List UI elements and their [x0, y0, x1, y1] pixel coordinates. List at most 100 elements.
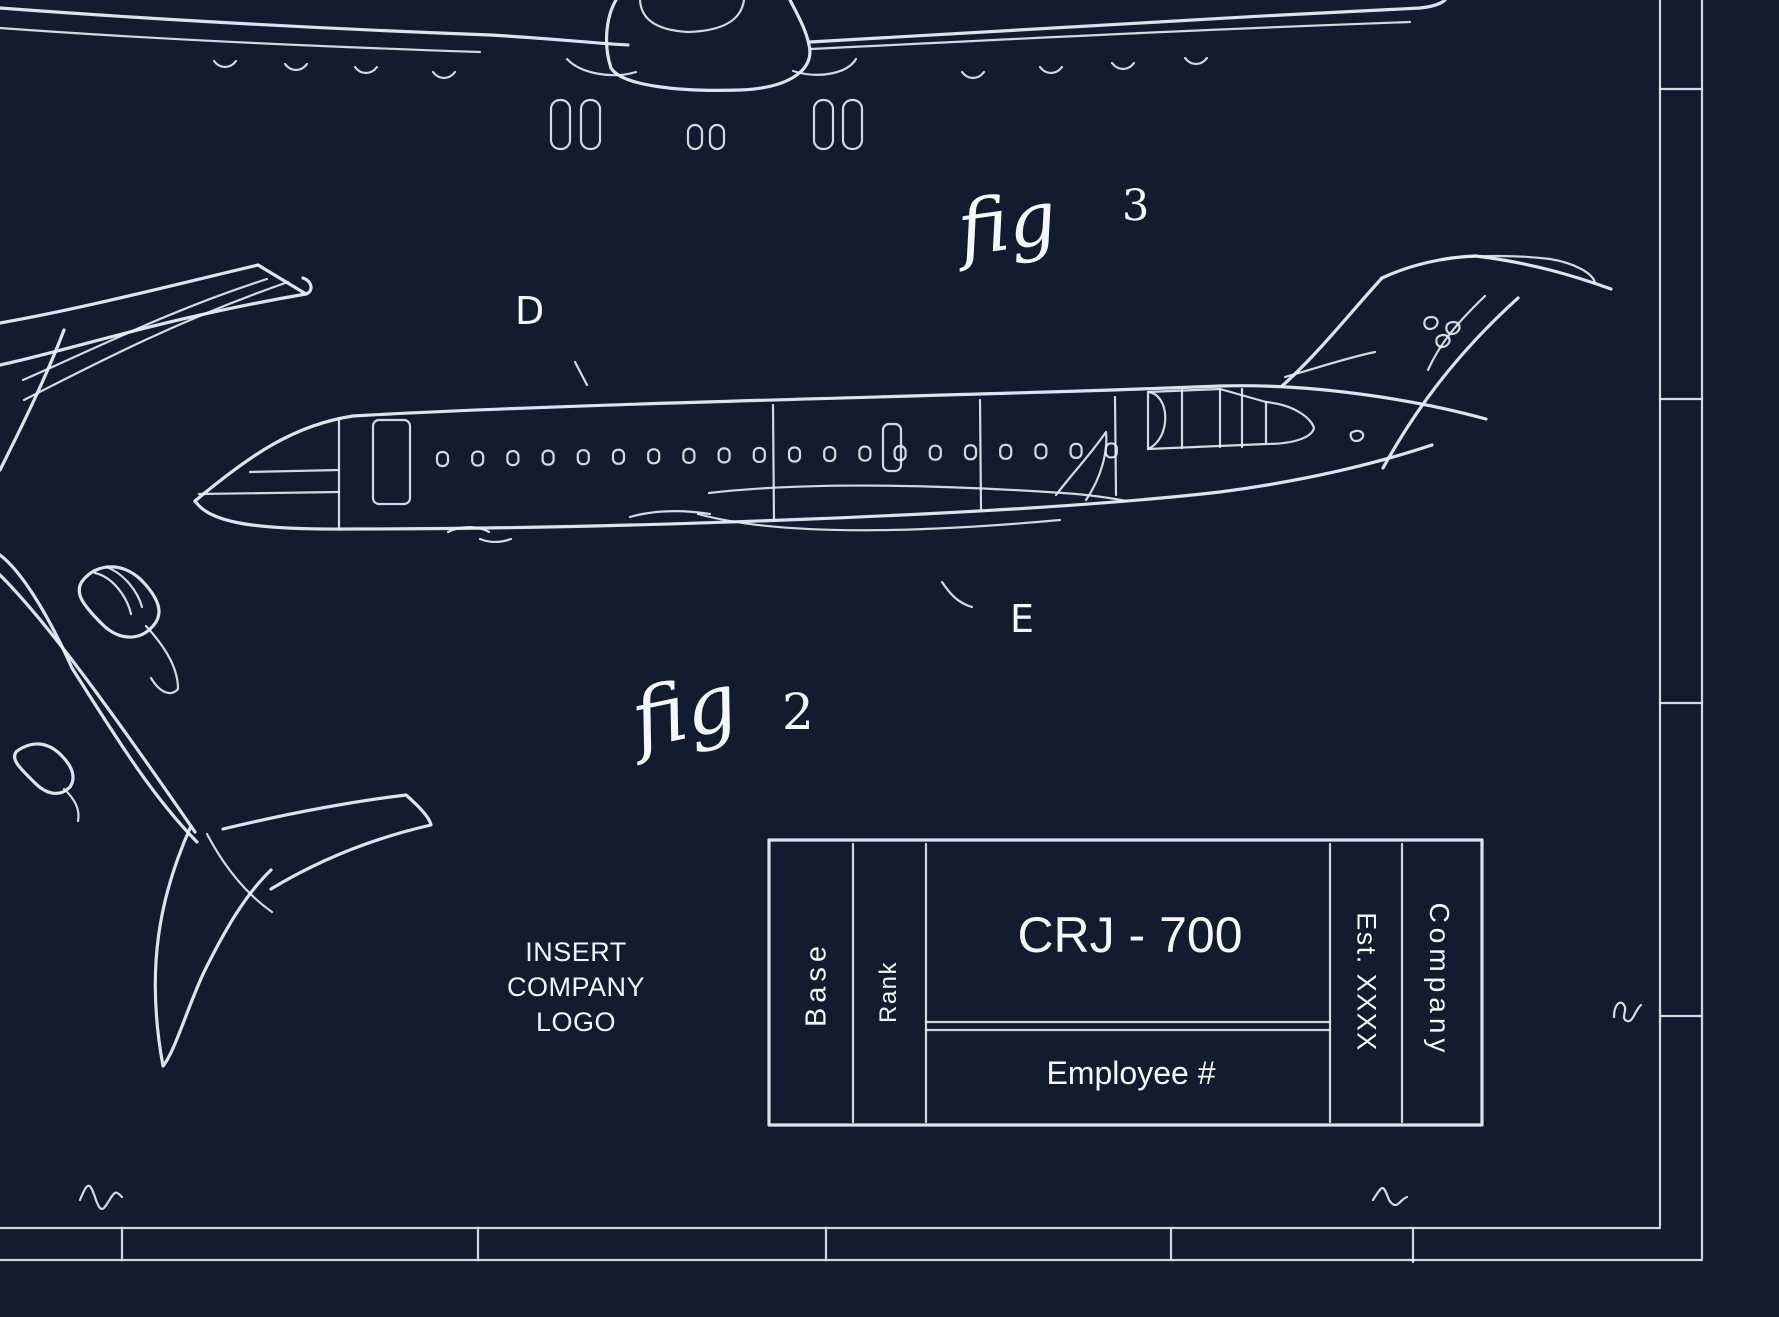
front-view-flap-track-right-1: [960, 70, 986, 80]
side-view-engine-tail: [1264, 400, 1316, 446]
side-view-window: [682, 447, 696, 464]
base-label: Base: [800, 940, 833, 1028]
side-view-tail-rear: [1381, 296, 1520, 470]
side-view-fuselage-bottom: [193, 443, 1434, 531]
front-view-flap-track-right-3: [1110, 61, 1136, 71]
front-view-flap-track-right-4: [1183, 56, 1209, 66]
side-view-engine-front: [1146, 390, 1167, 451]
company-logo-placeholder: INSERT COMPANY LOGO: [486, 935, 666, 1040]
side-view-apu-vent: [1349, 429, 1365, 443]
figure-2-number: 2: [782, 683, 814, 741]
side-view-tail-emblem-2: [1445, 320, 1461, 336]
side-view-panel-line-2: [771, 403, 776, 523]
side-view-window: [787, 446, 802, 463]
top-view-fuselage-lower-right: [0, 553, 199, 844]
established-label: Est. XXXX: [1351, 912, 1382, 1052]
top-view-horizontal-tail-edge: [205, 832, 274, 914]
side-view-panel-line-3: [978, 398, 983, 511]
front-view-gear-right-1: [812, 98, 835, 151]
top-view-horizontal-tail-left: [153, 824, 273, 1068]
front-view-nacelle-right: [791, 57, 858, 76]
top-view-horizontal-tail-right: [221, 793, 433, 891]
side-view-window: [858, 445, 872, 462]
front-view-wing-underline: [0, 20, 1412, 54]
side-view-window: [823, 445, 837, 463]
side-view-gear-door-right: [478, 537, 513, 544]
employee-number-label: Employee #: [1046, 1055, 1216, 1091]
front-view-gear-nose-1: [686, 123, 704, 151]
side-view-winglet: [1054, 430, 1108, 502]
top-view-fuselage-right: [0, 573, 197, 834]
side-view-tail-emblem-1: [1423, 315, 1439, 331]
side-view-engine-core: [1180, 387, 1244, 450]
front-view-flap-track-right-2: [1038, 65, 1064, 75]
grid-marker-bottom-right: [1371, 1186, 1409, 1206]
aircraft-model-label: CRJ - 700: [1017, 907, 1243, 963]
side-view-window: [963, 444, 978, 461]
title-block-frame: [767, 838, 1484, 1127]
side-view-tail-emblem-3: [1435, 333, 1451, 349]
front-view-fuselage: [604, 0, 812, 92]
logo-line-2: COMPANY: [506, 972, 645, 1002]
grid-marker-right: [1612, 1001, 1643, 1023]
side-view-belly-fairing: [628, 510, 712, 519]
side-view-window: [1034, 443, 1048, 460]
side-view-fuselage-top: [193, 384, 1488, 503]
top-view-engine-right-tail: [62, 787, 80, 823]
top-view-fuselage-left: [0, 328, 66, 472]
top-view-engine-left-tail: [144, 624, 180, 695]
front-view-nacelle-left: [565, 57, 638, 77]
side-view-window: [647, 448, 661, 465]
top-view-engine-left: [77, 565, 161, 639]
side-view-wing-root: [707, 484, 1128, 503]
side-view-window: [541, 449, 555, 466]
front-view-gear-right-2: [841, 98, 864, 151]
side-view-nose-line: [197, 490, 341, 496]
top-view-flap-line: [22, 280, 290, 402]
title-block-outer: [767, 838, 1484, 1127]
grid-marker-left: [78, 1184, 124, 1211]
side-view-window: [1104, 442, 1118, 459]
figure-3-number: 3: [1122, 181, 1150, 231]
side-view-window: [752, 446, 766, 464]
side-view-rear-door: [881, 422, 903, 473]
top-view-wing-upper-edge: [0, 263, 260, 325]
front-view-flap-track-left-4: [431, 70, 457, 80]
callout-d-label: D: [515, 289, 545, 333]
side-view-window: [611, 448, 626, 465]
top-view-engine-left-rings: [93, 565, 144, 616]
side-view-wing-lower: [696, 512, 1062, 532]
airplane-front-view-icon: [0, 0, 1447, 151]
side-view-window: [717, 447, 731, 464]
top-view-wing-tip: [256, 263, 308, 296]
front-view-right-wing: [808, 0, 1447, 44]
side-view-fin-line: [1426, 294, 1487, 372]
company-label: Company: [1424, 902, 1455, 1058]
side-view-gear-door-left: [446, 526, 491, 534]
front-view-flap-track-left-3: [353, 65, 379, 75]
front-view-cockpit: [638, 0, 746, 34]
front-view-flap-track-left-2: [283, 62, 309, 72]
side-view-window: [576, 449, 590, 466]
side-view-dorsal-fin: [1283, 350, 1377, 379]
rank-label: Rank: [875, 960, 902, 1024]
side-view-window: [928, 444, 942, 461]
top-view-wing-lower-edge: [0, 276, 313, 367]
front-view-gear-left-1: [549, 98, 572, 151]
side-view-window: [471, 450, 485, 467]
airplane-side-view-icon: [193, 254, 1613, 609]
side-view-engine-pylon: [1146, 387, 1268, 451]
airplane-top-view-icon: [0, 263, 433, 1068]
callout-e-label: E: [1010, 597, 1035, 641]
top-view-flap-line-2: [21, 277, 269, 382]
front-view-gear-nose-2: [708, 123, 726, 151]
top-view-engine-right: [13, 742, 75, 795]
side-view-tail-fairing: [1441, 254, 1597, 285]
side-view-window: [506, 450, 520, 467]
figure-3-label: fig: [952, 172, 1062, 274]
side-view-callout-e-line: [940, 580, 974, 609]
side-view-window: [435, 450, 450, 468]
side-view-callout-d-line: [573, 360, 589, 387]
side-view-window: [999, 443, 1013, 460]
